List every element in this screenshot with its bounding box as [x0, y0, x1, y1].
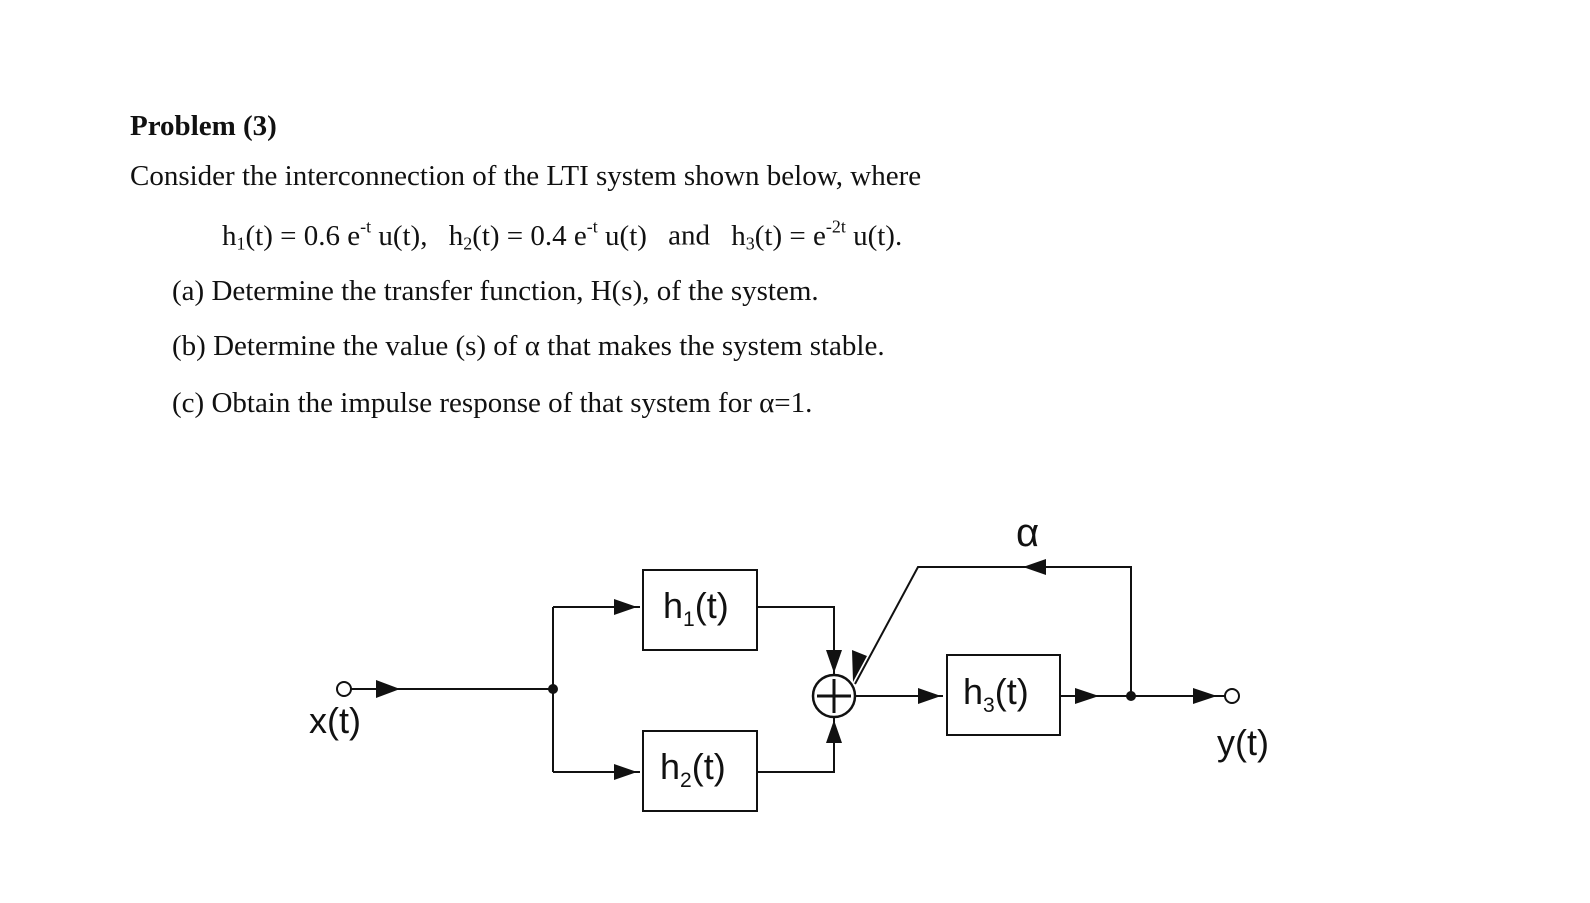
- output-terminal: [1224, 688, 1240, 704]
- equation-conjunction: and: [668, 219, 711, 252]
- arrow-feedback: [1023, 559, 1046, 575]
- equation-h3: h3(t) = e-2t u(t).: [731, 216, 903, 254]
- arrow-to-h2: [614, 764, 637, 780]
- part-a: (a) Determine the transfer function, H(s…: [172, 275, 819, 308]
- alpha-gain-label: α: [1016, 511, 1039, 555]
- equation-h1: h1(t) = 0.6 e-t u(t),: [222, 216, 428, 254]
- arrow-h2-sum: [826, 720, 842, 743]
- arrow-feedback-sum: [852, 650, 867, 682]
- block-h3-label: h3(t): [963, 671, 1029, 717]
- part-c: (c) Obtain the impulse response of that …: [172, 387, 812, 420]
- part-b: (b) Determine the value (s) of α that ma…: [172, 330, 885, 363]
- block-h1: [642, 569, 758, 651]
- output-label: y(t): [1217, 722, 1269, 763]
- part-c-text: Obtain the impulse response of that syst…: [211, 387, 813, 419]
- block-h3: [946, 654, 1061, 736]
- block-h1-label: h1(t): [663, 585, 729, 631]
- arrow-to-h1: [614, 599, 637, 615]
- equation-h2: h2(t) = 0.4 e-t u(t): [448, 216, 647, 254]
- input-label: x(t): [309, 700, 361, 741]
- part-b-label: (b): [172, 330, 206, 362]
- arrow-h1-sum: [826, 650, 842, 673]
- output-tap-node: [1126, 691, 1136, 701]
- split-node: [548, 684, 558, 694]
- impulse-response-equations: h1(t) = 0.6 e-t u(t), h2(t) = 0.4 e-t u(…: [222, 216, 902, 254]
- part-a-text: Determine the transfer function, H(s), o…: [211, 275, 819, 307]
- wire-h1-to-sum: [757, 606, 835, 675]
- part-a-label: (a): [172, 275, 205, 307]
- wire-h2-to-sum: [757, 718, 835, 773]
- problem-title: Problem (3): [130, 110, 277, 142]
- input-terminal: [336, 681, 352, 697]
- summing-junction: [811, 673, 857, 719]
- arrow-to-output: [1193, 688, 1217, 704]
- block-h2: [642, 730, 758, 812]
- arrow-to-h3: [918, 688, 941, 704]
- problem-intro: Consider the interconnection of the LTI …: [130, 160, 922, 192]
- part-c-label: (c): [172, 387, 205, 419]
- block-h2-label: h2(t): [660, 746, 726, 792]
- part-b-text: Determine the value (s) of α that makes …: [213, 330, 885, 362]
- arrow-after-h3: [1075, 688, 1099, 704]
- arrow-input: [376, 680, 400, 698]
